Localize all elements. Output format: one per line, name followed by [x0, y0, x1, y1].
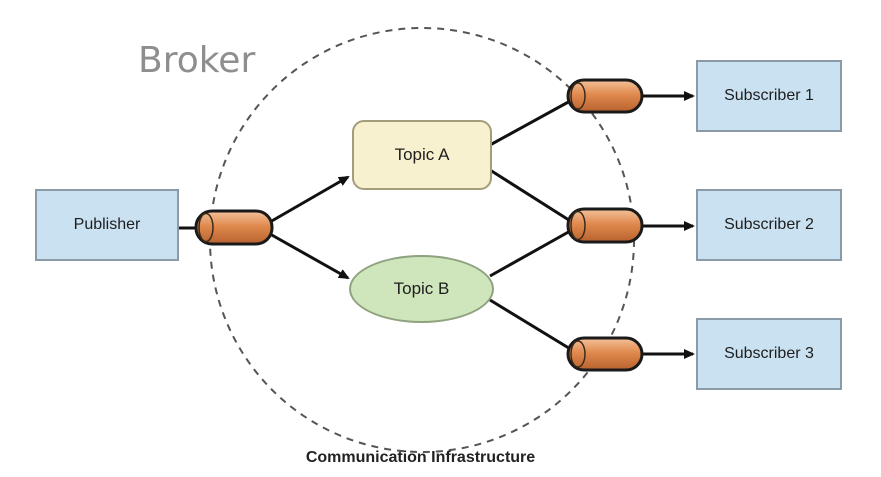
topic-a-label: Topic A	[394, 145, 450, 164]
subscriber-1-box: Subscriber 1	[696, 60, 842, 132]
queue-pipe-icon	[566, 336, 644, 372]
topic-b-ellipse: Topic B	[349, 255, 494, 323]
topic-a-to-queue-2	[489, 168, 573, 224]
subscriber-1-label: Subscriber 1	[724, 87, 814, 104]
topic-b-to-queue-2	[489, 228, 573, 278]
queue-pipe-icon	[194, 209, 274, 246]
broker-title: Broker	[138, 40, 256, 81]
arrow-to-topic-b	[269, 232, 350, 280]
subscriber-3-box: Subscriber 3	[696, 318, 842, 390]
diagram-caption: Communication Infrastructure	[0, 449, 881, 467]
connectors	[178, 91, 695, 359]
subscriber-3-label: Subscriber 3	[724, 345, 814, 362]
queue-pipe-icon	[566, 207, 644, 244]
subscriber-2-label: Subscriber 2	[724, 216, 814, 233]
publisher-box: Publisher	[35, 189, 179, 261]
arrow-to-topic-a	[269, 175, 350, 224]
topic-b-label: Topic B	[393, 279, 450, 298]
caption-text: Communication Infrastructure	[305, 449, 536, 466]
topic-a-box: Topic A	[352, 120, 492, 190]
queue-pipe-icon	[566, 78, 644, 114]
publisher-label: Publisher	[73, 216, 141, 233]
topic-a-to-queue-1	[489, 98, 573, 147]
topic-b-to-queue-3	[489, 298, 573, 352]
subscriber-2-box: Subscriber 2	[696, 189, 842, 261]
